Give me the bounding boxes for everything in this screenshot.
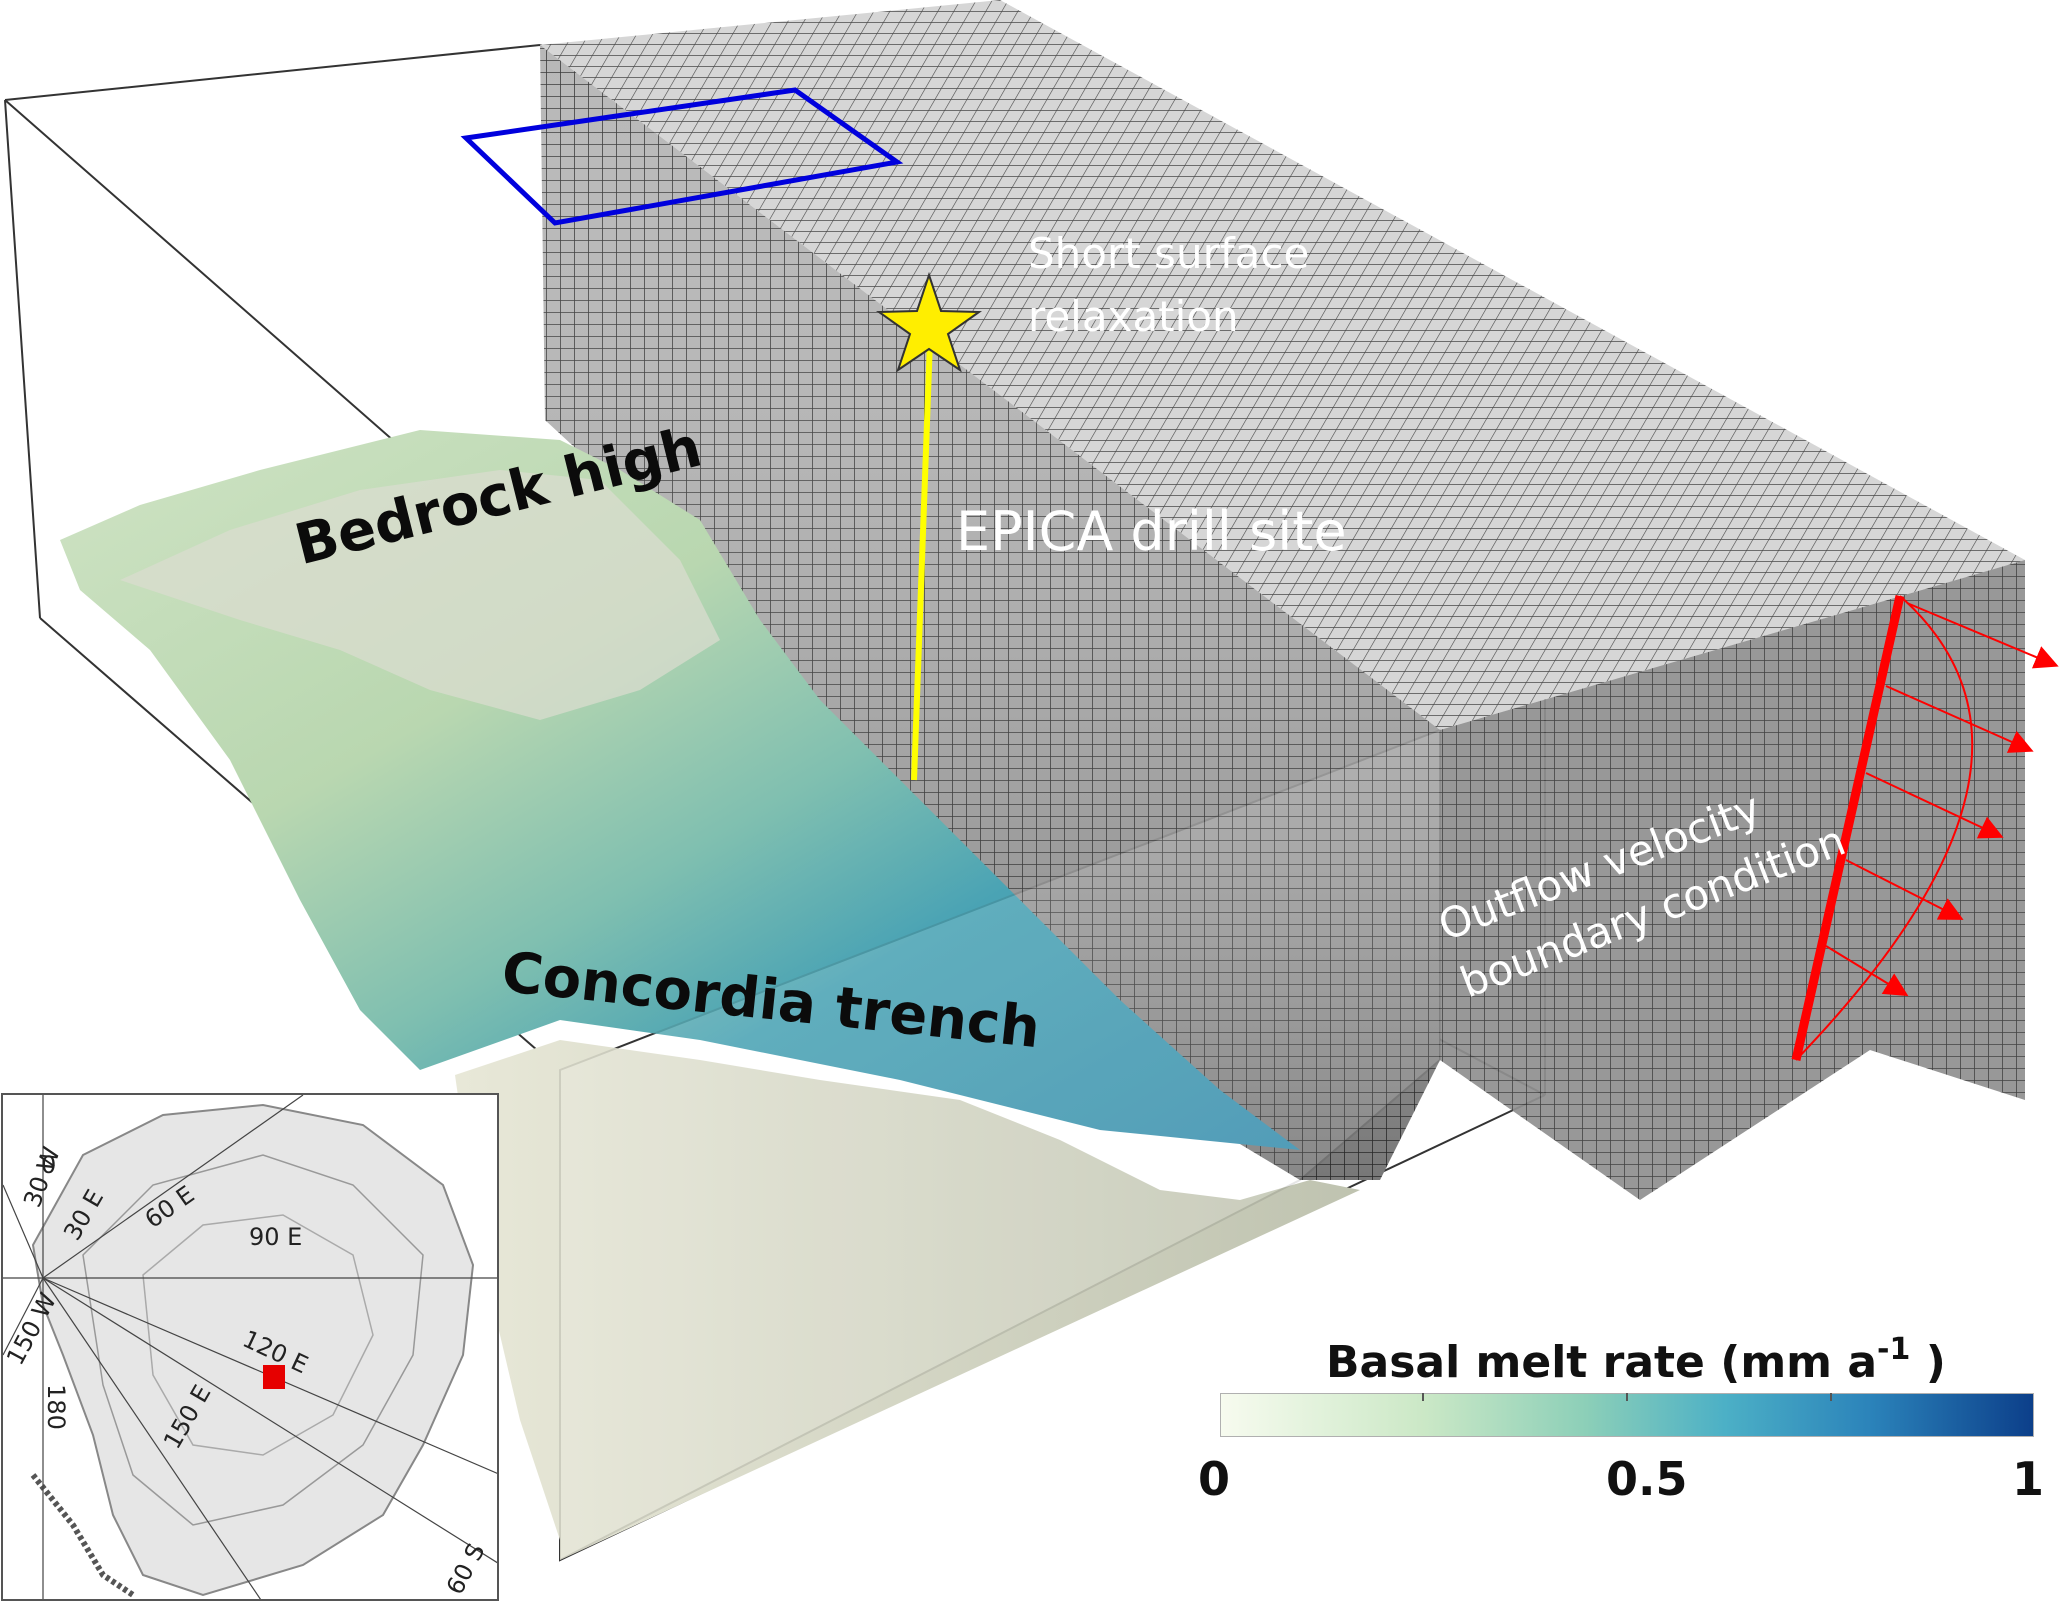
drill-site-star xyxy=(875,271,983,373)
drill-site-line xyxy=(911,339,933,781)
short-surface-relaxation-line-1: Short surface xyxy=(1028,229,1310,278)
contour-line xyxy=(142,1214,374,1456)
ice-surface-top xyxy=(540,0,2025,730)
contour-line xyxy=(82,1154,424,1526)
colorbar-title-close: ) xyxy=(1925,1337,1946,1388)
short-surface-relaxation-label: Short surface relaxation xyxy=(1028,222,1309,348)
antarctica-landmass xyxy=(31,1103,475,1597)
colorbar-tick-mid: 0.5 xyxy=(1606,1452,1688,1506)
surface-relaxation-box xyxy=(460,87,904,226)
colorbar-minor-tick xyxy=(1830,1393,1832,1401)
outflow-face-shade xyxy=(1440,560,2025,1200)
graticule xyxy=(3,1095,497,1599)
colorbar-title: Basal melt rate (mm a-1 ) xyxy=(1326,1332,1946,1388)
inset-map-graphic xyxy=(3,1095,497,1599)
front-face xyxy=(559,728,1441,1562)
bedrock-high-relief xyxy=(120,470,720,720)
colorbar-tick-min: 0 xyxy=(1198,1452,1231,1506)
colorbar-title-exponent: -1 xyxy=(1877,1332,1911,1367)
colorbar-minor-tick xyxy=(1626,1393,1628,1401)
antarctica-inset-map: 30 W 0 30 E 60 E 90 E 150 W 120 E 180 15… xyxy=(1,1093,499,1601)
colorbar-title-text: Basal melt rate (mm a xyxy=(1326,1337,1878,1388)
basal-melt-rate-colorbar: Basal melt rate (mm a-1 ) 0 0.5 1 xyxy=(1198,1332,2044,1532)
epica-drill-site-label: EPICA drill site xyxy=(956,500,1347,563)
colorbar-tick-max: 1 xyxy=(2012,1452,2045,1506)
inset-label-90e: 90 E xyxy=(249,1223,303,1251)
transantarctic-mountains xyxy=(30,1473,135,1598)
outflow-face xyxy=(1440,560,2025,1200)
front-terrain xyxy=(455,1040,1360,1560)
short-surface-relaxation-line-2: relaxation xyxy=(1028,292,1239,341)
colorbar-minor-tick xyxy=(1422,1393,1424,1401)
outflow-boundary-condition xyxy=(1791,595,2059,1061)
study-area-marker xyxy=(263,1365,285,1389)
ice-side-wall-shade xyxy=(540,45,1440,1180)
inset-label-0: 0 xyxy=(41,1151,57,1179)
inset-label-180: 180 xyxy=(41,1384,70,1430)
